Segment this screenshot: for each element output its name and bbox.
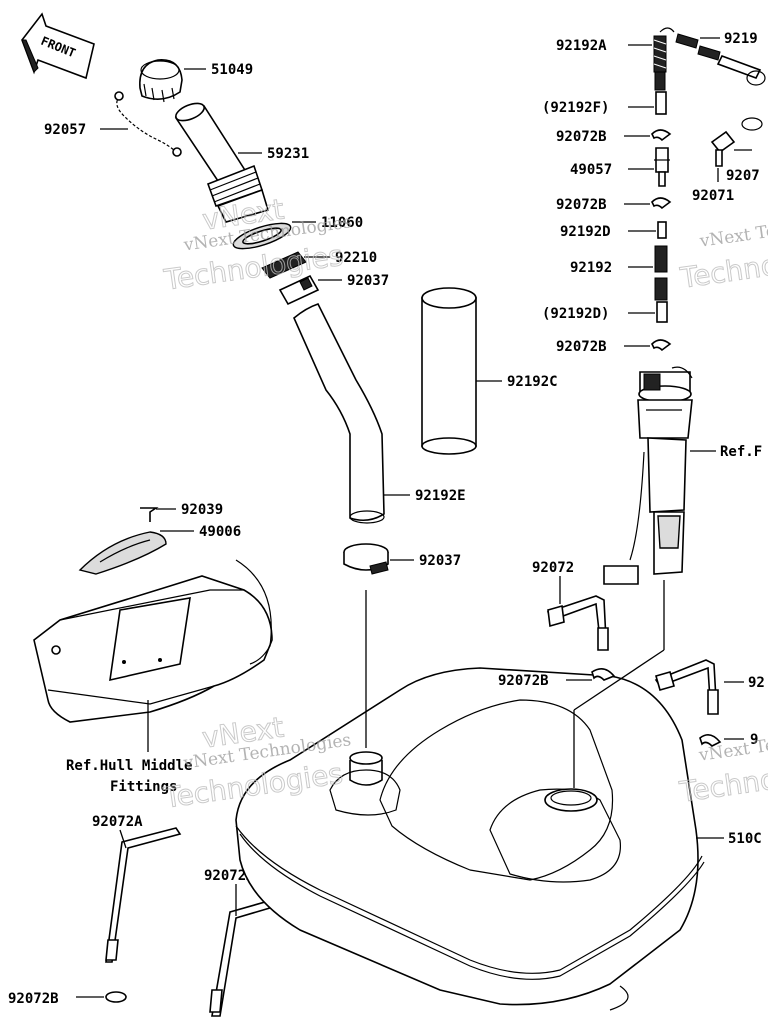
part-label-11060: 11060 xyxy=(321,215,363,231)
part-label-92192C: 92192C xyxy=(507,374,558,390)
part-label-92192D: 92192D xyxy=(560,224,611,240)
part-label-9219-cut: 9219 xyxy=(724,31,758,47)
fuel-cap xyxy=(139,59,183,103)
front-arrow-icon: FRONT xyxy=(21,12,95,80)
watermark-right-top: vNext Technologies Technologies xyxy=(677,208,768,295)
part-label-92072B-bottom: 92072B xyxy=(8,991,59,1007)
check-valve-assembly xyxy=(659,27,766,86)
part-label-92037-upper: 92037 xyxy=(347,273,389,289)
retaining-ring xyxy=(261,251,307,279)
part-label-92071: 92071 xyxy=(692,188,734,204)
part-label-51049: 51049 xyxy=(211,62,253,78)
spring-92192 xyxy=(654,245,668,273)
spring-upper xyxy=(654,71,666,91)
spring-lower xyxy=(654,277,668,301)
part-label-92072B-mid: 92072B xyxy=(498,673,549,689)
fuel-pump-assembly xyxy=(603,366,693,585)
fuel-tank xyxy=(235,667,705,1011)
bolt-92071 xyxy=(710,117,763,167)
part-label-92192F: (92192F) xyxy=(542,100,609,116)
tether-cord xyxy=(114,91,182,157)
watermark-rt-line1: vNext Technologies xyxy=(698,208,768,251)
hose-92192F xyxy=(655,91,667,115)
part-label-59231: 59231 xyxy=(267,146,309,162)
part-label-9207-cut: 9207 xyxy=(726,168,760,184)
part-label-92037-lower: 92037 xyxy=(419,553,461,569)
tank-strap-left xyxy=(105,827,182,963)
watermark-rb-line1: vNext Technologies xyxy=(697,722,768,765)
part-label-510-cut: 510C xyxy=(728,831,762,847)
vent-hose xyxy=(421,287,477,455)
hose-clamp-upper xyxy=(278,274,320,306)
part-label-92072A-2: 92072A xyxy=(204,868,255,884)
part-label-92072A-1: 92072A xyxy=(92,814,143,830)
clip-mid xyxy=(591,668,616,681)
part-label-92192D-paren: (92192D) xyxy=(542,306,609,322)
part-label-92072B-3: 92072B xyxy=(556,339,607,355)
part-label-92192: 92192 xyxy=(570,260,612,276)
clip-92072B-2 xyxy=(651,197,672,210)
clip-bottom xyxy=(105,991,127,1003)
clip-92072B-1 xyxy=(651,129,672,142)
ref-hull-label-2: Fittings xyxy=(110,779,177,795)
part-label-92072B-1: 92072B xyxy=(556,129,607,145)
filler-neck xyxy=(174,102,269,223)
side-strap xyxy=(654,659,719,715)
clip-right xyxy=(699,734,722,747)
part-label-92072: 92072 xyxy=(532,560,574,576)
part-label-92072B-2: 92072B xyxy=(556,197,607,213)
clip-92072B-3 xyxy=(651,339,672,352)
part-label-92210: 92210 xyxy=(335,250,377,266)
part-label-92192E: 92192E xyxy=(415,488,466,504)
filler-hose xyxy=(293,303,385,522)
part-label-9-cut: 9 xyxy=(750,732,758,748)
hose-92192D-paren xyxy=(656,301,668,323)
pin-and-cover xyxy=(78,507,167,575)
part-label-49057: 49057 xyxy=(570,162,612,178)
hull-fitting xyxy=(33,559,273,723)
hose-clamp-lower xyxy=(343,543,389,575)
spring-92192A xyxy=(653,35,667,73)
part-label-92-cut: 92 xyxy=(748,675,765,691)
ref-hull-label-1: Ref.Hull Middle xyxy=(66,758,192,774)
ref-pump-label: Ref.F xyxy=(720,444,762,460)
valve-49057 xyxy=(654,147,670,187)
hose-92192D xyxy=(657,221,667,239)
part-label-49006: 49006 xyxy=(199,524,241,540)
part-label-92192A: 92192A xyxy=(556,38,607,54)
pump-strap xyxy=(546,595,609,651)
part-label-92039: 92039 xyxy=(181,502,223,518)
part-label-92057: 92057 xyxy=(44,122,86,138)
